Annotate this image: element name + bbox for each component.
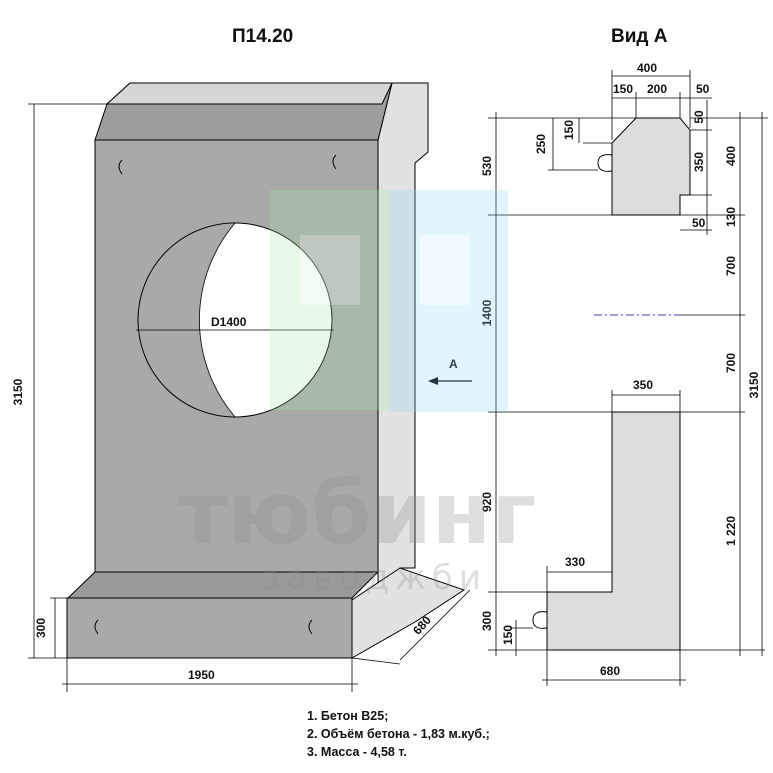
note-3: 3. Масса - 4,58 т. [307,745,407,759]
dim-3150-side: 3150 [747,371,761,398]
dim-1400: 1400 [480,299,494,326]
dim-150-upper: 150 [562,120,576,140]
dim-700-top: 700 [724,256,738,276]
product-title: П14.20 [232,26,293,47]
dim-330: 330 [565,555,585,569]
dim-400-right: 400 [724,146,738,166]
dim-250: 250 [534,134,548,154]
lifting-loop-icon [532,611,548,629]
dim-400-top: 400 [637,61,657,75]
depth-dimension-line [399,589,471,661]
note-2: 2. Объём бетона - 1,83 м.куб.; [307,727,490,741]
width-dimension-label: 1950 [188,668,215,682]
dim-50-top: 50 [696,82,710,96]
height-dimension-label: 3150 [11,378,25,405]
dim-50-bottom: 50 [692,216,706,230]
dim-150-top: 150 [613,82,633,96]
view-arrow-label: A [449,357,458,371]
dim-1220: 1 220 [724,516,738,546]
upper-section [611,117,691,216]
watermark-sub: заводжби [262,558,487,598]
lifting-loop-icon [332,154,337,170]
watermark [270,190,508,412]
lifting-loop-icon [597,154,613,172]
dim-700-bottom: 700 [724,353,738,373]
logo-green-block [270,190,390,410]
logo-blue-block [390,190,508,412]
lifting-loop-icon [308,619,313,635]
lifting-loop-icon [94,619,99,635]
dim-300-side: 300 [480,611,494,631]
dim-150-lower: 150 [501,625,515,645]
dim-680-side: 680 [600,664,620,678]
dim-200-top: 200 [647,82,667,96]
panel-top-bevel [105,82,393,105]
arrow-left-icon [428,377,438,385]
watermark-brand: тюбинг [178,464,536,564]
note-1: 1. Бетон В25; [307,709,388,723]
base-height-label: 300 [34,618,48,638]
dim-350-wall: 350 [633,378,653,392]
hole-inner-shadow [137,222,236,418]
dim-130-right: 130 [724,207,738,227]
dim-350-right: 350 [692,152,706,172]
base-front-face [66,597,353,659]
dim-920: 920 [480,492,494,512]
dim-50-right: 50 [692,110,706,124]
hole-diameter-label: D1400 [211,315,247,329]
side-view: 400 150 200 50 50 350 50 400 130 250 150 [480,61,768,686]
dim-530: 530 [480,156,494,176]
lifting-loop-icon [118,159,123,175]
front-view: D1400 3150 300 1950 680 A [11,82,472,692]
view-title: Вид А [611,26,668,47]
lower-section [546,411,681,651]
